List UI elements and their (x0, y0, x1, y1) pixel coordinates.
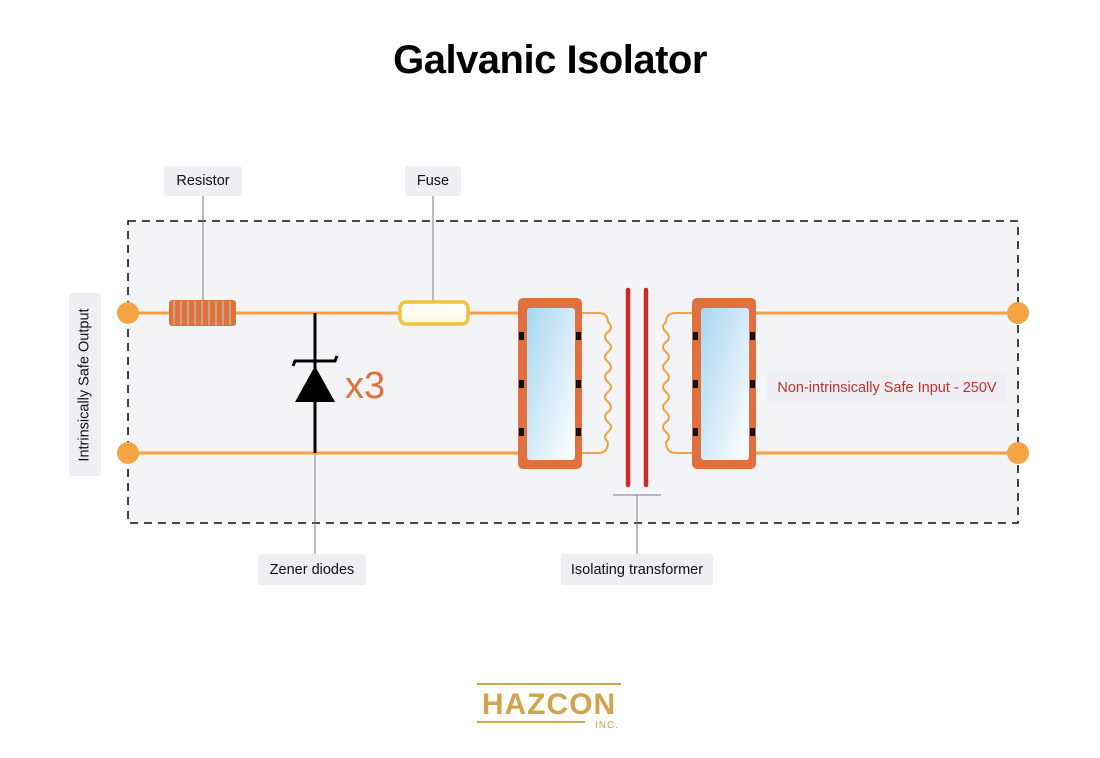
output-label: Intrinsically Safe Output (69, 293, 101, 476)
logo-top-bar (477, 683, 621, 685)
leader-lines (202, 196, 661, 554)
input-label: Non-intrinsically Safe Input - 250V (767, 372, 1007, 403)
page-title: Galvanic Isolator (393, 38, 707, 82)
zener-diode-symbol (291, 313, 339, 453)
terminals (117, 302, 1029, 464)
resistor-symbol (169, 300, 236, 326)
fuse-symbol (398, 300, 470, 326)
zener-count: x3 (345, 365, 385, 407)
output-label-text: Intrinsically Safe Output (77, 307, 94, 462)
resistor-label: Resistor (164, 166, 242, 196)
terminal-input-top (1007, 302, 1029, 324)
secondary-coil-frame (692, 298, 756, 469)
isolating-transformer-label: Isolating transformer (561, 554, 713, 585)
transformer-core (625, 287, 649, 488)
logo-bottom-bar (477, 721, 585, 723)
windings (582, 312, 692, 454)
terminal-input-bottom (1007, 442, 1029, 464)
terminal-output-top (117, 302, 139, 324)
fuse-label: Fuse (405, 166, 461, 196)
hazcon-logo: HAZCON INC. (477, 683, 621, 733)
terminal-output-bottom (117, 442, 139, 464)
wires (128, 311, 1018, 455)
logo-name: HAZCON (481, 688, 617, 721)
logo-sub: INC. (595, 720, 619, 731)
zener-diodes-label: Zener diodes (258, 554, 366, 585)
primary-coil-frame (518, 298, 582, 469)
